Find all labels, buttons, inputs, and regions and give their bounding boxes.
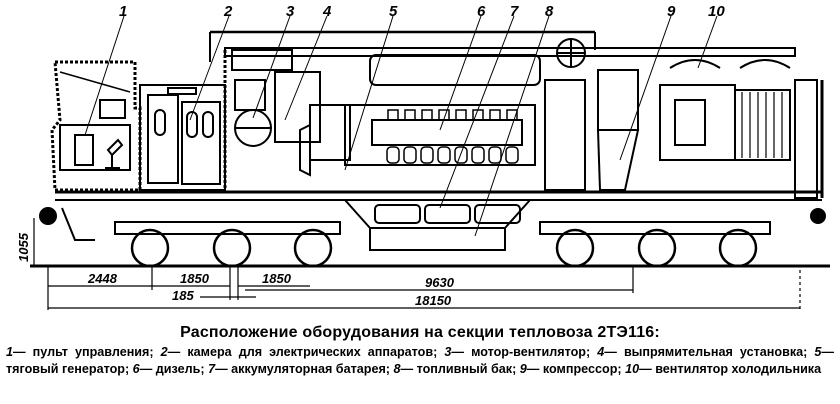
dimension-2448: 2448: [87, 271, 118, 286]
legend-item-7: 7— аккумуляторная батарея;: [208, 362, 390, 376]
legend-item-8: 8— топливный бак;: [393, 362, 517, 376]
legend-item-1: 1— пульт управления;: [6, 345, 154, 359]
callout-3: 3: [286, 3, 295, 20]
figure-legend: 1— пульт управления; 2— камера для элект…: [6, 344, 834, 378]
locomotive-section-drawing: 1 2 3 4 5 6 7 8 9 10 1055 2448 1850 1850…: [16, 3, 830, 312]
callout-7: 7: [510, 3, 519, 20]
callout-2: 2: [223, 3, 233, 20]
callout-10: 10: [708, 3, 725, 20]
dimension-height-1055: 1055: [16, 232, 31, 262]
callout-4: 4: [322, 3, 332, 20]
dimension-18150: 18150: [415, 293, 452, 308]
dimension-1850-b: 1850: [262, 271, 292, 286]
legend-item-2: 2— камера для электрических аппаратов;: [160, 345, 438, 359]
dimension-1850-a: 1850: [180, 271, 210, 286]
legend-item-3: 3— мотор-вентилятор;: [444, 345, 591, 359]
callout-1: 1: [119, 3, 127, 20]
callout-9: 9: [667, 3, 676, 20]
dimension-185: 185: [172, 288, 194, 303]
dimension-9630: 9630: [425, 275, 455, 290]
legend-item-10: 10— вентилятор холодильника: [625, 362, 822, 376]
legend-item-9: 9— компрессор;: [519, 362, 622, 376]
legend-item-6: 6— дизель;: [132, 362, 205, 376]
callout-5: 5: [389, 3, 398, 20]
figure-title: Расположение оборудования на секции тепл…: [180, 324, 660, 341]
callout-6: 6: [477, 3, 486, 20]
callout-8: 8: [545, 3, 554, 20]
legend-item-4: 4— выпрямительная установка;: [597, 345, 808, 359]
legend-item-5: 5— тяговый генератор;: [6, 345, 834, 376]
